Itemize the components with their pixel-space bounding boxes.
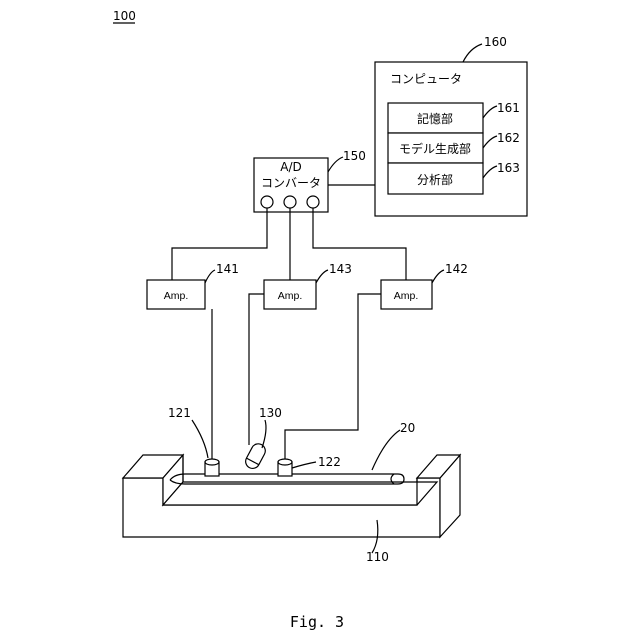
sensor-122 <box>278 459 292 476</box>
line-amp143-to-probe130 <box>249 294 264 445</box>
probe-130-body <box>243 441 268 471</box>
figure-caption: Fig. 3 <box>290 613 344 631</box>
ad-converter-line1: A/D <box>280 160 302 174</box>
ref-100: 100 <box>113 9 136 23</box>
leader-141 <box>205 270 215 283</box>
leader-160 <box>463 44 482 62</box>
ref-142: 142 <box>445 262 468 276</box>
computer-title: コンピュータ <box>390 72 462 86</box>
line-amp142-to-sensor122 <box>285 294 381 460</box>
ad-converter-line2: コンバータ <box>261 176 321 190</box>
probe-130 <box>243 441 268 471</box>
leader-143 <box>316 270 328 283</box>
leader-150 <box>328 157 343 172</box>
amp-143-label: Amp. <box>278 290 303 302</box>
ref-162: 162 <box>497 131 520 145</box>
ref-20: 20 <box>400 421 415 435</box>
ref-110: 110 <box>366 550 389 564</box>
ref-160: 160 <box>484 35 507 49</box>
ref-121: 121 <box>168 406 191 420</box>
ad-converter: A/D コンバータ <box>254 158 328 212</box>
leader-130 <box>262 420 266 448</box>
ref-130: 130 <box>259 406 282 420</box>
sensor-121-top <box>205 459 219 465</box>
amp-142-label: Amp. <box>394 290 419 302</box>
leader-20 <box>372 430 400 470</box>
fixture-channel-floor <box>163 482 437 505</box>
amp-141-label: Amp. <box>164 290 189 302</box>
leader-121 <box>192 420 208 458</box>
module-label-analysis: 分析部 <box>417 172 453 187</box>
ref-141: 141 <box>216 262 239 276</box>
ref-161: 161 <box>497 101 520 115</box>
line-ad-to-amp142 <box>313 208 406 280</box>
ad-input-port-3 <box>307 196 319 208</box>
ref-150: 150 <box>343 149 366 163</box>
leader-142 <box>432 270 444 283</box>
module-label-model: モデル生成部 <box>399 141 471 156</box>
ref-122: 122 <box>318 455 341 469</box>
ad-input-port-1 <box>261 196 273 208</box>
ad-input-port-2 <box>284 196 296 208</box>
module-label-storage: 記憶部 <box>417 111 453 126</box>
sensor-121 <box>205 459 219 476</box>
sensor-122-top <box>278 459 292 465</box>
ref-163: 163 <box>497 161 520 175</box>
leader-122 <box>292 462 316 468</box>
ref-143: 143 <box>329 262 352 276</box>
